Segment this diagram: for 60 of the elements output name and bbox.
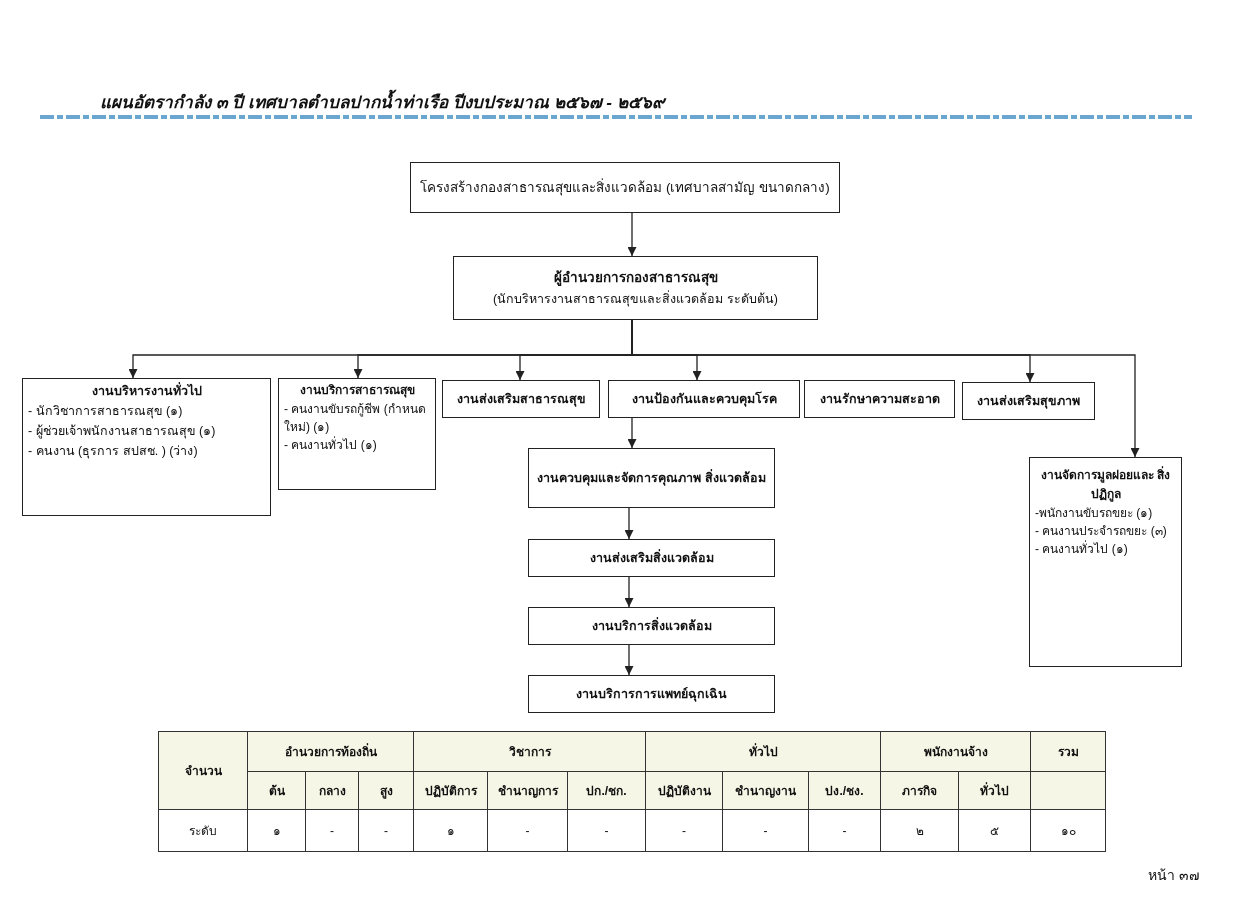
box-heading: งานบริการสาธารณสุข	[298, 382, 416, 400]
box-text: งานส่งเสริมสิ่งแวดล้อม	[588, 548, 715, 567]
table-cell: พนักงานจ้าง	[880, 731, 1031, 772]
org-box	[528, 675, 775, 713]
list-item: -พนักงานขับรถขยะ (๑)	[1035, 505, 1154, 523]
arrow	[624, 576, 634, 608]
table-cell: อำนวยการท้องถิ่น	[247, 731, 414, 772]
page-number: หน้า ๓๗	[1148, 866, 1200, 885]
table-cell: รวม	[1030, 731, 1106, 772]
arrow	[624, 507, 634, 540]
org-box	[528, 607, 775, 645]
org-box	[528, 448, 775, 508]
org-box	[528, 539, 775, 577]
arrow	[624, 644, 634, 676]
list-item: - คนงานขับรถกู้ชีพ (กำหนดใหม่) (๑)	[284, 401, 427, 436]
arrow	[627, 212, 637, 257]
box-text: งานบริการสิ่งแวดล้อม	[590, 616, 713, 635]
box-heading: ผู้อำนวยการกองสาธารณสุข	[552, 269, 719, 288]
org-box	[22, 378, 271, 516]
table-cell: ปง./ชง.	[808, 771, 881, 810]
arrow	[627, 417, 637, 449]
list-item: - ผู้ช่วยเจ้าพนักงานสาธารณสุข (๑)	[28, 423, 217, 441]
org-box	[278, 378, 436, 490]
table-cell: ปฏิบัติการ	[413, 771, 488, 810]
box-heading: งานบริหารงานทั่วไป	[90, 381, 203, 400]
org-box	[804, 380, 955, 418]
table-cell: ปฏิบัติงาน	[645, 771, 723, 810]
org-box	[962, 382, 1095, 420]
org-box	[1029, 457, 1182, 667]
table-cell: กลาง	[305, 771, 359, 810]
list-item: - คนงานทั่วไป (๑)	[284, 436, 378, 455]
box-heading: งานจัดการมูลฝอยและ สิ่งปฏิกูล	[1039, 466, 1172, 504]
box-text: งานรักษาความสะอาด	[818, 391, 941, 408]
table-cell: ชำนาญการ	[487, 771, 568, 810]
box-text: งานควบคุมและจัดการคุณภาพ สิ่งแวดล้อม	[536, 468, 767, 488]
list-item: - คนงาน (ธุรการ สปสช. ) (ว่าง)	[28, 443, 199, 461]
org-box	[608, 380, 800, 418]
box-text: งานป้องกันและควบคุมโรค	[630, 390, 778, 409]
box-text: (นักบริหารงานสาธารณสุขและสิ่งแวดล้อม ระดับต้น)	[492, 289, 779, 309]
table-cell: ทั่วไป	[958, 771, 1031, 810]
list-item: - นักวิชาการสาธารณสุข (๑)	[28, 403, 184, 421]
table-cell: สูง	[358, 771, 414, 810]
table-cell: ชำนาญงาน	[722, 771, 809, 810]
table-cell: ต้น	[247, 771, 306, 810]
list-item: - คนงานประจำรถขยะ (๓)	[1035, 523, 1168, 540]
table-cell: ภารกิจ	[880, 771, 959, 810]
table-cell: ทั่วไป	[645, 731, 881, 772]
table-cell: ปก./ชก.	[567, 771, 646, 810]
org-box	[410, 162, 840, 213]
table-cell: จำนวน	[158, 731, 248, 810]
box-text: งานส่งเสริมสุขภาพ	[976, 393, 1081, 411]
table-cell: ๑๐	[1030, 809, 1106, 852]
table-cell: ระดับ	[158, 809, 248, 852]
box-text: งานส่งเสริมสาธารณสุข	[455, 391, 587, 409]
table-cell: วิชาการ	[413, 731, 646, 772]
box-text: โครงสร้างกองสาธารณสุขและสิ่งแวดล้อม (เทศบาลสามัญ ขนาดกลาง)	[419, 177, 831, 198]
box-text: งานบริการการแพทย์ฉุกเฉิน	[575, 686, 728, 704]
org-box	[442, 380, 600, 418]
org-box	[453, 256, 818, 320]
list-item: - คนงานทั่วไป (๑)	[1035, 540, 1129, 559]
